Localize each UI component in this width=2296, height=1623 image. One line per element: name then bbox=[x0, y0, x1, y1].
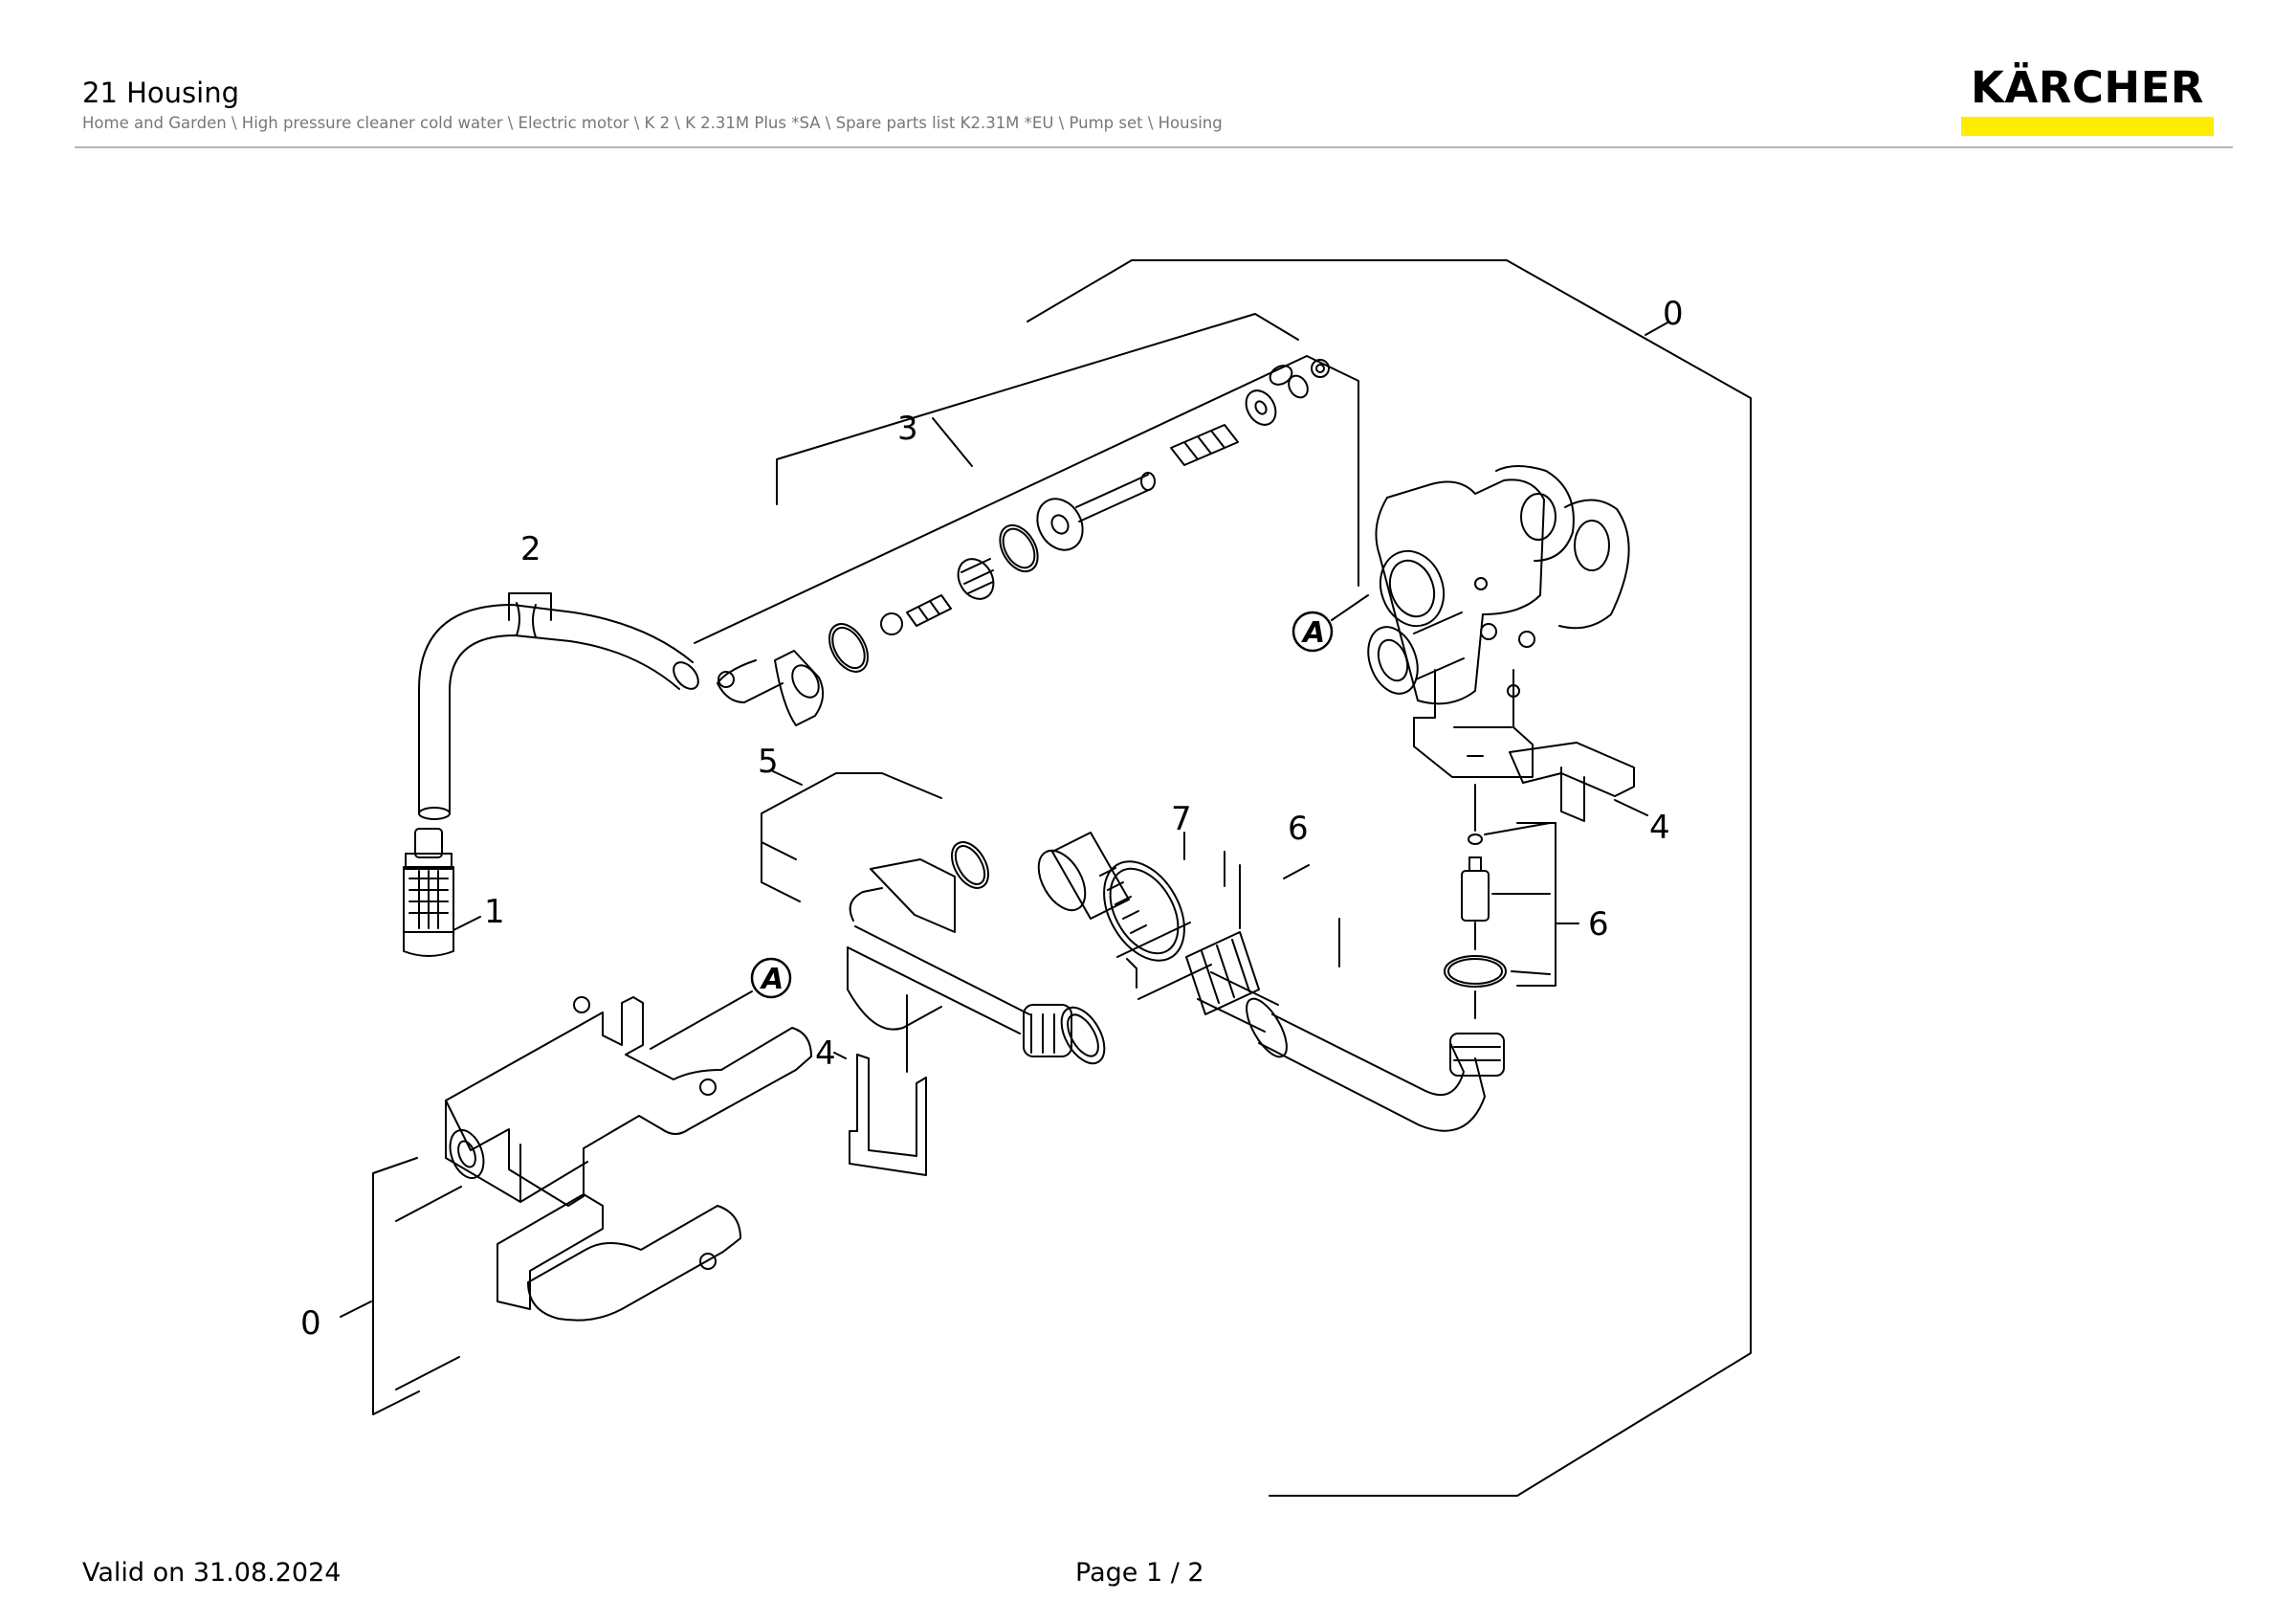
bracket-callout-line bbox=[372, 1157, 420, 1415]
valve-kit-bracket bbox=[776, 313, 1299, 505]
brand-wordmark: KÄRCHER bbox=[1971, 62, 2204, 113]
clip-left bbox=[849, 1054, 927, 1176]
page-title: 21 Housing bbox=[82, 77, 240, 109]
callout-hose: 2 bbox=[520, 530, 541, 568]
mounting-bracket bbox=[445, 996, 812, 1322]
connection-marker-upper: A bbox=[1292, 611, 1334, 653]
validity-date: Valid on 31.08.2024 bbox=[82, 1558, 342, 1588]
inlet-pipe-body bbox=[847, 841, 1106, 1065]
page-number: Page 1 / 2 bbox=[1075, 1558, 1204, 1588]
callout-coupling: 7 bbox=[1171, 800, 1192, 838]
connection-marker-lower: A bbox=[750, 957, 792, 999]
callout-clip-right: 4 bbox=[1649, 809, 1670, 847]
header-divider bbox=[75, 146, 2233, 148]
filter bbox=[403, 828, 454, 957]
callout-housing-top: 0 bbox=[1663, 295, 1684, 333]
pump-housing bbox=[1367, 465, 1630, 778]
breadcrumb[interactable]: Home and Garden \ High pressure cleaner … bbox=[82, 114, 1223, 132]
assembly-bracket-outline bbox=[1027, 259, 1752, 1497]
coupling bbox=[1037, 832, 1185, 962]
connector-threaded bbox=[1116, 922, 1260, 1015]
seal-kit-parts bbox=[1444, 784, 1507, 1019]
hose bbox=[418, 602, 699, 820]
callout-inlet-pipe: 5 bbox=[758, 743, 779, 781]
brand-bar bbox=[1961, 117, 2214, 136]
callout-bracket: 0 bbox=[300, 1304, 321, 1343]
callout-connector-kit: 6 bbox=[1288, 810, 1309, 848]
marker-a-label-upper: A bbox=[1301, 616, 1325, 650]
callout-seal-kit: 6 bbox=[1588, 905, 1609, 944]
inlet-pipe bbox=[1197, 971, 1505, 1132]
callout-filter: 1 bbox=[484, 893, 505, 931]
clip-right bbox=[1509, 742, 1635, 822]
callout-clip-left: 4 bbox=[815, 1034, 836, 1073]
valve-kit-parts bbox=[717, 359, 1330, 726]
marker-a-label-lower: A bbox=[760, 963, 784, 996]
callout-valve-kit: 3 bbox=[897, 410, 918, 448]
brand-logo: KÄRCHER bbox=[1961, 65, 2214, 136]
inlet-pipe-bracket bbox=[761, 772, 942, 860]
